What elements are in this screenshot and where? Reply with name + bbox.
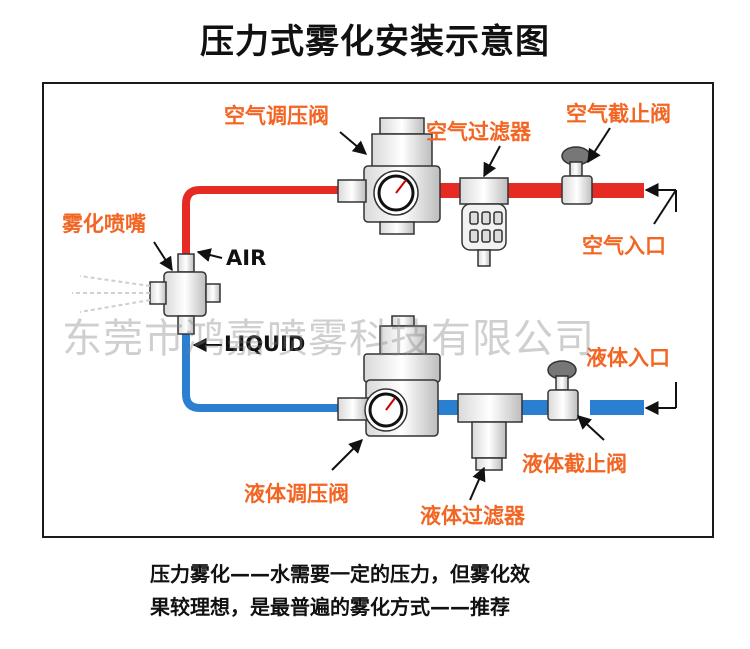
liquid-label: LIQUID xyxy=(224,332,306,356)
air-filter-label: 空气过滤器 xyxy=(426,120,531,144)
caption: 压力雾化——水需要一定的压力，但雾化效 果较理想，是最普遍的雾化方式——推荐 xyxy=(150,558,670,624)
air-regulator-label: 空气调压阀 xyxy=(224,104,329,128)
liquid-pipe xyxy=(182,332,644,415)
caption-line-1: 压力雾化——水需要一定的压力，但雾化效 xyxy=(150,562,530,586)
air-filter xyxy=(459,177,509,267)
liquid-filter xyxy=(457,393,523,471)
nozzle-assembly xyxy=(72,253,221,335)
page-title: 压力式雾化安装示意图 xyxy=(200,22,550,62)
liquid-inlet-label: 液体入口 xyxy=(586,346,670,370)
liquid-regulator xyxy=(337,315,441,437)
liquid-shutoff-valve xyxy=(547,360,579,421)
air-inlet-label: 空气入口 xyxy=(582,234,666,258)
company-watermark: 东莞市鸿嘉喷雾科技有限公司 xyxy=(62,316,595,362)
liquid-shutoff-label: 液体截止阀 xyxy=(522,452,627,476)
air-label: AIR xyxy=(226,246,267,270)
caption-line-2: 果较理想，是最普遍的雾化方式——推荐 xyxy=(150,595,510,619)
air-shutoff-label: 空气截止阀 xyxy=(566,102,671,126)
air-shutoff-valve xyxy=(561,146,593,205)
nozzle-label: 雾化喷嘴 xyxy=(62,212,146,236)
liquid-regulator-label: 液体调压阀 xyxy=(244,482,349,506)
air-pipe xyxy=(182,183,644,255)
liquid-filter-label: 液体过滤器 xyxy=(420,504,525,528)
pointer-arrows xyxy=(153,127,677,501)
air-regulator xyxy=(337,117,441,235)
